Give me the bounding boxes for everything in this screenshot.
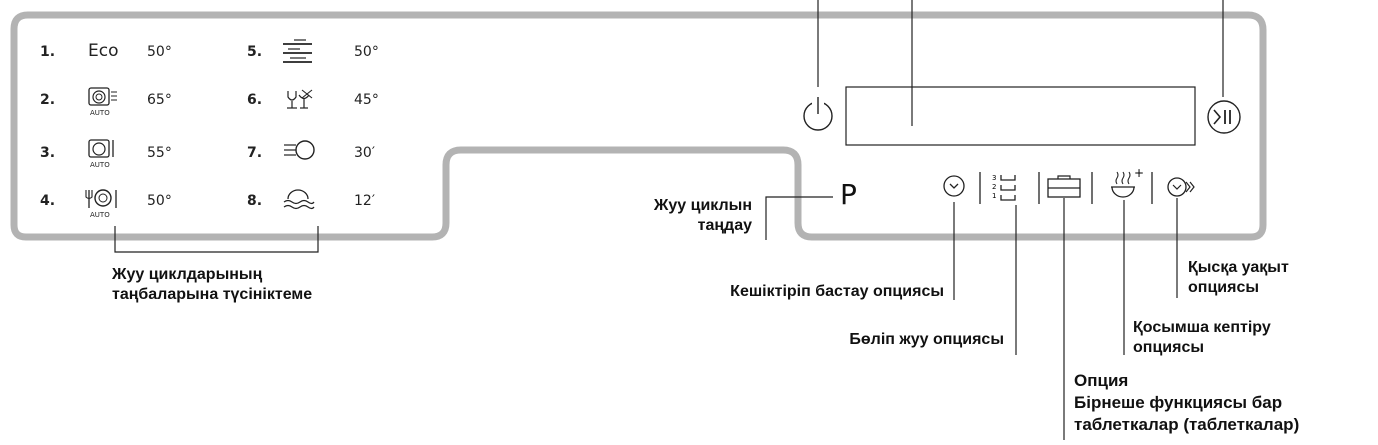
auto-label: AUTO [90, 161, 110, 169]
callout-legend: Жуу циклдарының таңбаларына түсініктеме [112, 266, 313, 303]
program-temp: 65° [147, 92, 172, 108]
callout-multitab: Опция Бірнеше функциясы бар таблеткалар … [1074, 371, 1300, 434]
svg-text:+: + [1134, 166, 1144, 180]
program-time: 12′ [354, 193, 375, 209]
program-number: 2. [40, 92, 56, 108]
start-pause-button[interactable] [1207, 100, 1241, 134]
svg-text:3: 3 [992, 174, 996, 182]
callout-half-load: Бөліп жуу опциясы [849, 331, 1004, 348]
rinse-icon [283, 189, 315, 210]
glass-icon [287, 89, 313, 109]
delay-start-button[interactable] [943, 175, 965, 197]
program-temp: 50° [147, 193, 172, 209]
start-pause-icon [1207, 100, 1241, 134]
callout-delay-start: Кешіктіріп бастау опциясы [730, 283, 944, 300]
basket-icon [1000, 175, 1016, 181]
auto-intensive-icon [88, 87, 117, 106]
callout-short-time: Қысқа уақыт опциясы [1188, 259, 1289, 296]
delay-clock-icon [943, 175, 965, 197]
program-temp: 55° [147, 145, 172, 161]
program-temp: 50° [354, 44, 379, 60]
program-temp: 45° [354, 92, 379, 108]
racks-icon [283, 39, 312, 63]
program-label-eco: Eco [88, 41, 119, 61]
program-number: 3. [40, 145, 56, 161]
half-load-button[interactable]: 3 2 1 [992, 174, 1016, 201]
program-number: 5. [247, 44, 263, 60]
power-button[interactable] [803, 96, 833, 131]
svg-text:2: 2 [992, 183, 996, 191]
callout-extra-dry: Қосымша кептіру опциясы [1133, 319, 1271, 356]
legend-bracket [114, 226, 319, 253]
program-number: 4. [40, 193, 56, 209]
callout-select-program: Жуу циклын таңдау [653, 197, 752, 234]
extra-dry-button[interactable]: + [1111, 166, 1144, 198]
auto-label: AUTO [90, 211, 110, 219]
program-select-button[interactable]: P [840, 178, 857, 211]
quick-wash-icon [284, 140, 315, 160]
multitab-button[interactable] [1047, 175, 1081, 198]
leader-select-program [765, 196, 833, 240]
auto-label: AUTO [90, 109, 110, 117]
program-temp: 50° [147, 44, 172, 60]
auto-dinnerware-icon [85, 189, 117, 208]
short-time-button[interactable] [1167, 177, 1195, 197]
svg-text:1: 1 [992, 192, 996, 200]
program-number: 1. [40, 44, 56, 60]
program-number: 8. [247, 193, 263, 209]
program-number: 6. [247, 92, 263, 108]
program-number: 7. [247, 145, 263, 161]
short-time-icon [1167, 177, 1187, 197]
auto-normal-icon [88, 139, 114, 158]
display-screen [845, 86, 1196, 146]
program-time: 30′ [354, 145, 375, 161]
panel-outline [10, 11, 1267, 241]
extra-dry-icon [1111, 186, 1135, 198]
